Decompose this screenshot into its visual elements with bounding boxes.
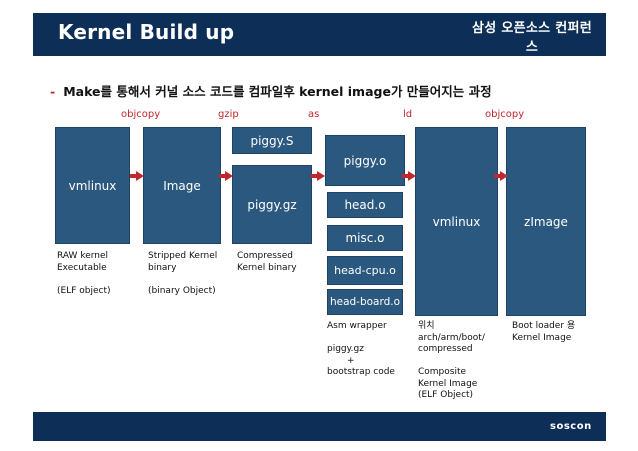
box-vmlinux-composite-label: vmlinux	[432, 214, 481, 229]
box-zimage-label: zImage	[524, 214, 568, 229]
box-vmlinux-raw: vmlinux	[55, 127, 130, 244]
desc-piggy-gz: Compressed Kernel binary	[237, 251, 297, 273]
box-piggy-s: piggy.S	[232, 127, 312, 154]
subtitle-text: Make를 통해서 커널 소스 코드를 컴파일후 kernel image가 만…	[63, 84, 492, 99]
box-head-board-o-label: head-board.o	[329, 296, 401, 308]
arrow-objcopy-2	[494, 171, 508, 181]
desc-image: Stripped Kernel binary (binary Object)	[148, 251, 218, 296]
box-head-cpu-o: head-cpu.o	[327, 256, 403, 285]
arrow-objcopy-1	[130, 171, 144, 181]
bullet-dash: -	[50, 84, 56, 99]
arrow-ld	[402, 171, 416, 181]
box-head-o-label: head.o	[344, 198, 386, 212]
op-objcopy-1: objcopy	[121, 109, 161, 120]
desc-vmlinux-composite: 위치 arch/arm/boot/ compressed Composite K…	[418, 321, 485, 400]
box-piggy-o-label: piggy.o	[343, 153, 387, 168]
box-zimage: zImage	[506, 127, 586, 316]
box-vmlinux-raw-label: vmlinux	[68, 178, 117, 193]
op-objcopy-2: objcopy	[485, 109, 525, 120]
soscon-logo: soscon	[550, 421, 592, 432]
box-image-label: Image	[163, 178, 201, 193]
box-misc-o: misc.o	[327, 225, 403, 251]
op-as: as	[308, 109, 320, 120]
box-piggy-s-label: piggy.S	[250, 133, 294, 148]
box-head-board-o: head-board.o	[327, 289, 403, 315]
conference-logo: 삼성 오픈소스 컨퍼런스 SAMSUNG OPEN SOURCE CONFERE…	[466, 17, 598, 68]
box-head-cpu-o-label: head-cpu.o	[334, 264, 396, 277]
slide-subtitle: -Make를 통해서 커널 소스 코드를 컴파일후 kernel image가 …	[50, 81, 492, 100]
footer-bar	[33, 412, 606, 441]
header-bar	[33, 13, 606, 56]
desc-vmlinux-raw: RAW kernel Executable (ELF object)	[57, 251, 111, 296]
box-piggy-gz: piggy.gz	[232, 165, 312, 244]
arrow-as	[311, 171, 325, 181]
op-ld: ld	[403, 109, 413, 120]
conference-name-ko: 삼성 오픈소스 컨퍼런스	[472, 21, 592, 55]
arrow-gzip	[219, 171, 233, 181]
box-piggy-gz-label: piggy.gz	[247, 197, 297, 212]
slide-title: Kernel Build up	[58, 20, 235, 44]
op-gzip: gzip	[218, 109, 239, 120]
desc-zimage: Boot loader 용 Kernel Image	[512, 321, 576, 343]
desc-objects: Asm wrapper piggy.gz + bootstrap code	[327, 321, 395, 377]
box-piggy-o: piggy.o	[325, 135, 405, 186]
box-head-o: head.o	[327, 192, 403, 218]
box-misc-o-label: misc.o	[345, 231, 385, 245]
box-image: Image	[143, 127, 221, 244]
conference-name-en: SAMSUNG OPEN SOURCE CONFERENCE	[489, 56, 575, 68]
box-vmlinux-composite: vmlinux	[415, 127, 498, 316]
